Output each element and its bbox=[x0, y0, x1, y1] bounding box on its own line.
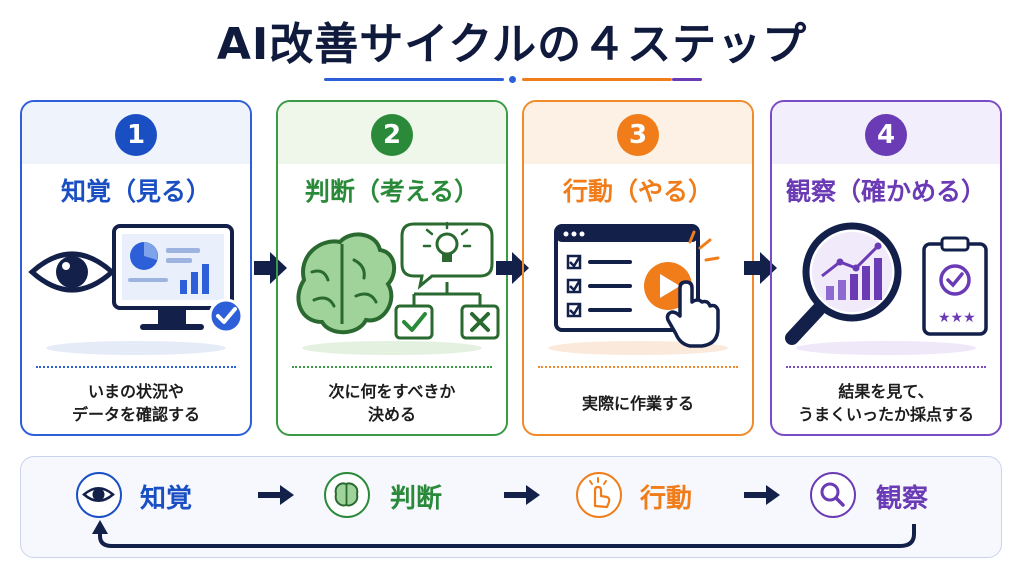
arrow-right-icon bbox=[496, 252, 529, 284]
tap-hand-icon bbox=[576, 472, 622, 518]
eye-monitor-icon bbox=[28, 224, 244, 355]
step-title: 行動（やる） bbox=[562, 177, 713, 206]
step-title: 知覚（見る） bbox=[60, 177, 211, 206]
cycle-label-observe: 観察 bbox=[876, 484, 929, 514]
arrow-right-icon bbox=[254, 252, 287, 284]
eye-icon bbox=[76, 472, 122, 518]
step-description: 次に何をすべきか 決める bbox=[328, 382, 456, 424]
checklist-play-icon bbox=[548, 224, 728, 355]
card-divider bbox=[292, 366, 492, 368]
cycle-arrow-right-icon bbox=[744, 485, 780, 505]
title-underline-orange bbox=[522, 78, 672, 81]
step-card-decide: 2 判断（考える） 次に何をすべきか 決める bbox=[276, 100, 508, 436]
step-number-badge: 1 bbox=[115, 114, 157, 156]
brain-decision-icon bbox=[296, 221, 500, 355]
title-underline-purple bbox=[672, 78, 702, 81]
cycle-arrow-right-icon bbox=[504, 485, 540, 505]
arrow-right-icon bbox=[744, 252, 777, 284]
step-number-badge: 2 bbox=[371, 114, 413, 156]
card-divider bbox=[36, 366, 236, 368]
step-title: 判断（考える） bbox=[304, 177, 480, 206]
title-underline-blue bbox=[324, 78, 504, 81]
search-icon bbox=[810, 472, 856, 518]
title-underline-dot bbox=[509, 76, 516, 83]
page-title: AI改善サイクルの４ステップ bbox=[216, 19, 808, 70]
cycle-label-act: 行動 bbox=[640, 484, 693, 514]
step-number-badge: 4 bbox=[865, 114, 907, 156]
step-card-act: 3 行動（やる） 実際に作業する bbox=[522, 100, 754, 436]
cycle-label-perceive: 知覚 bbox=[140, 484, 193, 514]
step-description: 実際に作業する bbox=[581, 393, 694, 413]
step-title: 観察（確かめる） bbox=[785, 177, 986, 206]
card-divider bbox=[786, 366, 986, 368]
card-divider bbox=[538, 366, 738, 368]
magnifier-clipboard-icon: ★★★ bbox=[785, 222, 988, 355]
svg-text:★★★: ★★★ bbox=[938, 310, 976, 326]
cycle-arrow-right-icon bbox=[258, 485, 294, 505]
step-card-observe: 4 観察（確かめる） ★★★ 結果を見て、 うまくいったか採点する bbox=[770, 100, 1002, 436]
brain-icon bbox=[324, 472, 370, 518]
step-description: 結果を見て、 うまくいったか採点する bbox=[797, 382, 974, 424]
step-number-badge: 3 bbox=[617, 114, 659, 156]
step-description: いまの状況や データを確認する bbox=[71, 382, 200, 424]
cycle-label-decide: 判断 bbox=[390, 484, 443, 514]
step-card-perceive: 1 知覚（見る） いまの状況や データを確認する bbox=[20, 100, 252, 436]
